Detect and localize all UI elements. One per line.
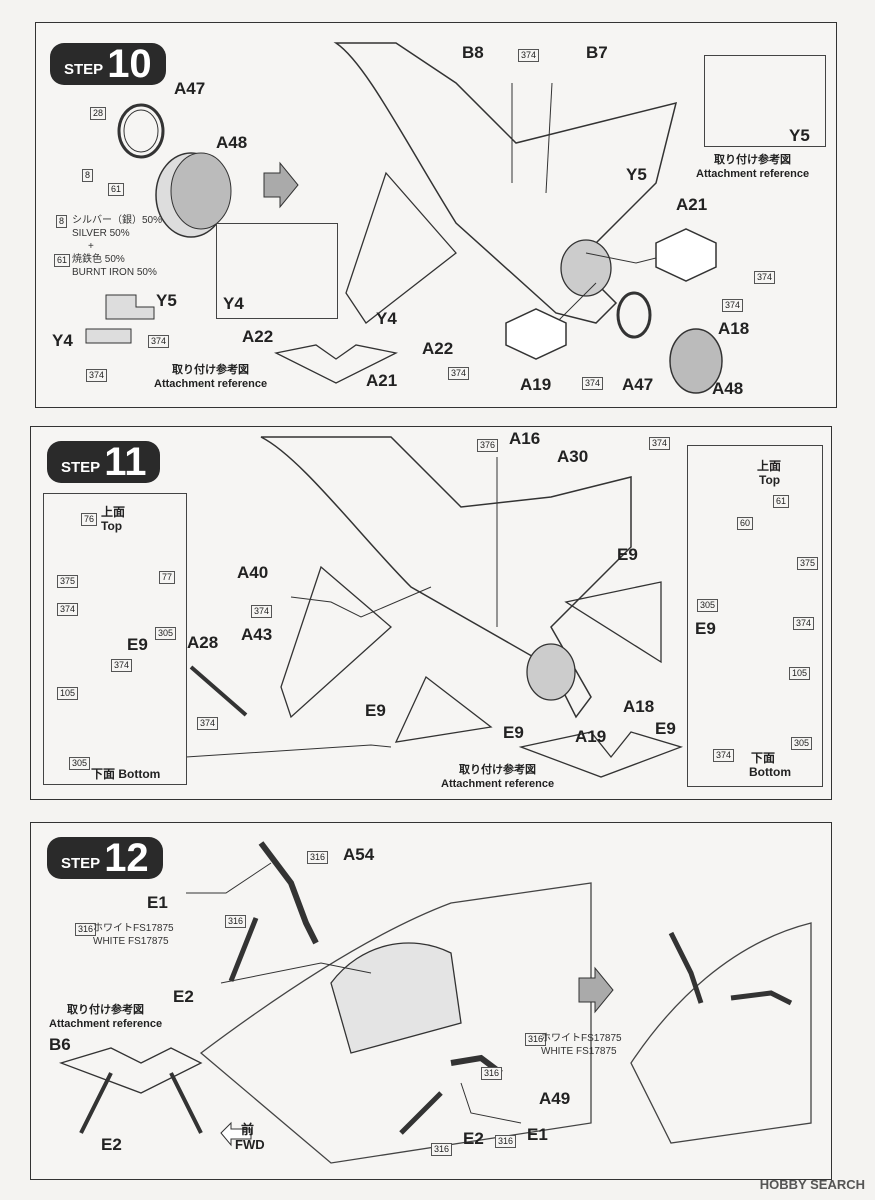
label-bottom-ja-right: 下面 (751, 751, 776, 765)
part-y5: Y5 (156, 291, 177, 310)
part-y4-inset: Y4 (223, 294, 244, 313)
step10-inset-right: Y5 (704, 55, 826, 147)
fwd-ja: 前 (241, 1122, 255, 1137)
part-b8: B8 (462, 43, 484, 62)
step10-inset-left: Y4 (216, 223, 338, 319)
paint-white-2: ホワイトFS17875 (541, 1033, 622, 1044)
part-a19: A19 (520, 375, 552, 394)
part-a48-right: A48 (712, 379, 744, 398)
part-a21-ref: A21 (366, 371, 398, 390)
part-e9-left-inset: E9 (127, 635, 148, 654)
step11-inset-right (687, 445, 823, 787)
part-a48: A48 (216, 133, 248, 152)
part-a18: A18 (623, 697, 655, 716)
paint-white-1: ホワイトFS17875 (93, 923, 174, 934)
part-e2-bottom: E2 (463, 1129, 484, 1148)
label-bottom-en-right: Bottom (749, 765, 791, 779)
part-a43: A43 (241, 625, 273, 644)
part-a28: A28 (187, 633, 219, 652)
part-b6: B6 (49, 1035, 71, 1054)
part-a21: A21 (676, 195, 708, 214)
part-y4: Y4 (52, 331, 73, 350)
part-e2: E2 (173, 987, 194, 1006)
part-b7: B7 (586, 43, 608, 62)
part-a40: A40 (237, 563, 269, 582)
part-e1: E1 (147, 893, 168, 912)
part-y5-main: Y5 (626, 165, 647, 184)
part-a54: A54 (343, 845, 375, 864)
label-top-en-right: Top (759, 473, 781, 487)
step12-drawing (58, 841, 812, 1164)
label-top-ja: 上面 (101, 505, 126, 519)
part-a30: A30 (557, 447, 589, 466)
part-a16: A16 (509, 429, 541, 448)
step12-ref-caption: 取り付け参考図 Attachment reference (49, 1004, 163, 1030)
step11-ref-caption: 取り付け参考図 Attachment reference (441, 764, 555, 790)
part-a19: A19 (575, 727, 607, 746)
part-e9-lower: E9 (365, 701, 386, 720)
part-y4-main: Y4 (376, 309, 397, 328)
part-a47: A47 (174, 79, 206, 98)
part-e2-ref: E2 (101, 1135, 122, 1154)
label-bottom-left: 下面 Bottom (91, 767, 161, 781)
part-a18: A18 (718, 319, 750, 338)
part-a22: A22 (242, 327, 274, 346)
watermark-footer: HOBBY SEARCH (759, 1177, 865, 1192)
part-e1-bottom: E1 (527, 1125, 548, 1144)
label-top-ja-right: 上面 (757, 459, 782, 473)
part-e9-bottom: E9 (503, 723, 524, 742)
step10-drawing (85, 42, 723, 394)
label-top-en: Top (101, 519, 123, 533)
step10-ref-caption-right: 取り付け参考図 Attachment reference (696, 154, 810, 180)
part-e9-ref: E9 (655, 719, 676, 738)
part-e9-right-fin: E9 (617, 545, 638, 564)
part-e9-right-inset: E9 (695, 619, 716, 638)
part-a22-main: A22 (422, 339, 454, 358)
part-a47-right: A47 (622, 375, 654, 394)
fwd-en: FWD (235, 1137, 265, 1152)
step10-ref-caption: 取り付け参考図 Attachment reference (154, 364, 268, 390)
part-a49: A49 (539, 1089, 571, 1108)
